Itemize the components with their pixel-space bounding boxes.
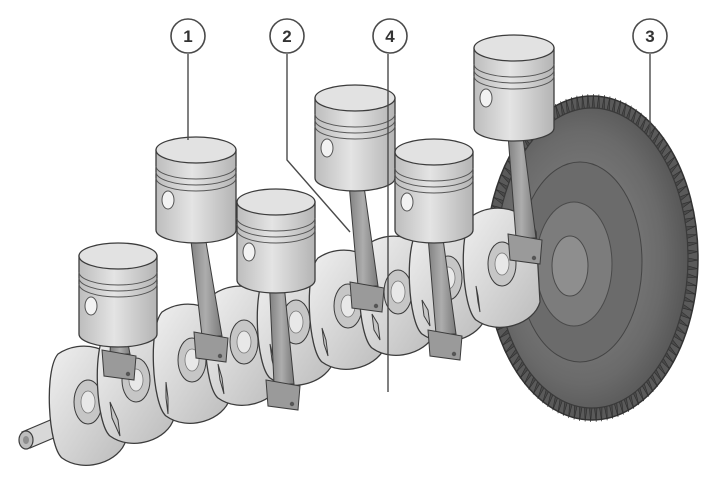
callout-1: 1: [170, 18, 206, 54]
callout-4: 4: [372, 18, 408, 54]
callout-1-label: 1: [183, 27, 192, 46]
callout-2-label: 2: [282, 27, 291, 46]
main-journal-6: [371, 313, 381, 341]
piston-5: [394, 138, 474, 361]
main-journal-5: [321, 327, 329, 357]
main-journal-2: [165, 381, 169, 415]
callout-4-label: 4: [385, 27, 395, 46]
main-journal-8: [475, 285, 481, 313]
main-journal-7: [421, 299, 431, 327]
main-journal-3: [217, 363, 225, 395]
callout-3: 3: [632, 18, 668, 54]
leader-lines: [187, 54, 651, 392]
connecting-rod-5: [426, 223, 463, 361]
piston-6: [473, 34, 555, 265]
connecting-rod-6: [506, 121, 543, 265]
crankshaft: [48, 34, 555, 466]
piston-3: [236, 188, 316, 411]
connecting-rod-4: [347, 171, 385, 313]
piston-2: [155, 136, 237, 363]
leader-line-2: [286, 54, 351, 233]
main-journal-1: [109, 401, 121, 437]
callout-2: 2: [269, 18, 305, 54]
piston-4: [314, 84, 396, 313]
callout-3-label: 3: [645, 27, 654, 46]
callouts: 1 2 4 3: [170, 18, 668, 54]
flywheel: [485, 93, 699, 423]
connecting-rod-3: [265, 273, 301, 411]
piston-1: [78, 242, 158, 381]
